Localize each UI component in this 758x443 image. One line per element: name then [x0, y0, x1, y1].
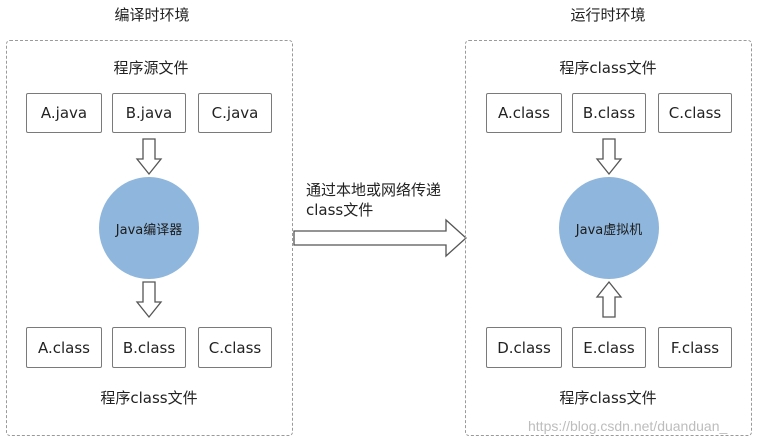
source-file-c: C.java: [198, 93, 272, 133]
class-files-label: 程序class文件: [100, 389, 198, 407]
runtime-class-file-e: E.class: [572, 327, 646, 368]
runtime-class-file-c: C.class: [658, 93, 732, 133]
runtime-class-file-a: A.class: [486, 93, 562, 133]
java-compiler-circle: Java编译器: [99, 177, 199, 279]
compile-env-title: 编译时环境: [114, 6, 190, 24]
runtime-class-files-label-bottom: 程序class文件: [559, 389, 657, 407]
source-file-a: A.java: [26, 93, 102, 133]
down-arrow-icon: [135, 138, 163, 176]
class-file-b: B.class: [112, 327, 186, 368]
transfer-caption: 通过本地或网络传递 class文件: [306, 180, 441, 220]
transfer-caption-line1: 通过本地或网络传递: [306, 181, 442, 199]
java-vm-circle: Java虚拟机: [559, 177, 659, 279]
down-arrow-icon: [595, 138, 623, 176]
runtime-class-file-d: D.class: [486, 327, 562, 368]
runtime-class-file-f: F.class: [658, 327, 732, 368]
up-arrow-icon: [595, 280, 623, 318]
source-files-label: 程序源文件: [113, 59, 189, 77]
runtime-env-title: 运行时环境: [570, 6, 646, 24]
down-arrow-icon: [135, 281, 163, 319]
right-arrow-icon: [293, 218, 467, 258]
runtime-class-files-label-top: 程序class文件: [559, 59, 657, 77]
source-file-b: B.java: [112, 93, 186, 133]
runtime-env-panel: [465, 40, 752, 436]
watermark: https://blog.csdn.net/duanduan_: [528, 418, 728, 434]
compile-env-panel: [6, 40, 293, 436]
runtime-class-file-b: B.class: [572, 93, 646, 133]
transfer-caption-line2: class文件: [306, 201, 374, 219]
class-file-c: C.class: [198, 327, 272, 368]
class-file-a: A.class: [26, 327, 102, 368]
